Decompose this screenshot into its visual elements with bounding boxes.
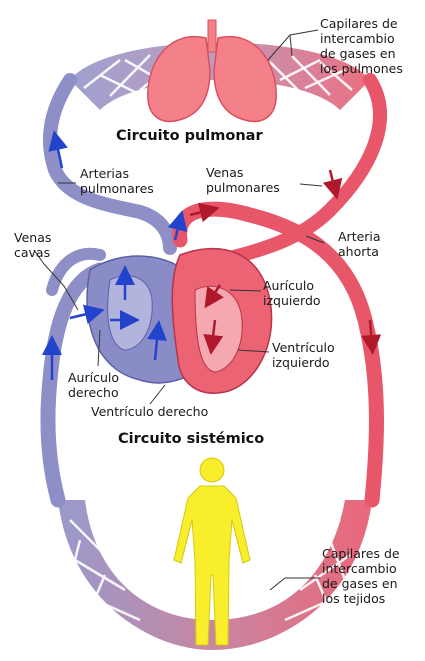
label-lung-capillaries: Capilares de intercambio de gases en los… bbox=[320, 16, 403, 76]
label-right-atrium: Aurículo derecho bbox=[68, 370, 119, 400]
title-pulmonary-circuit: Circuito pulmonar bbox=[116, 128, 263, 144]
human-body-icon bbox=[174, 458, 250, 645]
label-vena-cava: Venas cavas bbox=[14, 230, 51, 260]
label-tissue-capillaries: Capilares de intercambio de gases en los… bbox=[322, 546, 400, 606]
label-pulmonary-veins: Venas pulmonares bbox=[206, 165, 280, 195]
label-aorta: Arteria ahorta bbox=[338, 229, 381, 259]
label-pulmonary-arteries: Arterias pulmonares bbox=[80, 166, 154, 196]
title-systemic-circuit: Circuito sistémico bbox=[118, 431, 264, 447]
label-left-ventricle: Ventrículo izquierdo bbox=[272, 340, 335, 370]
label-right-ventricle: Ventrículo derecho bbox=[91, 404, 208, 419]
label-left-atrium: Aurículo izquierdo bbox=[263, 278, 321, 308]
